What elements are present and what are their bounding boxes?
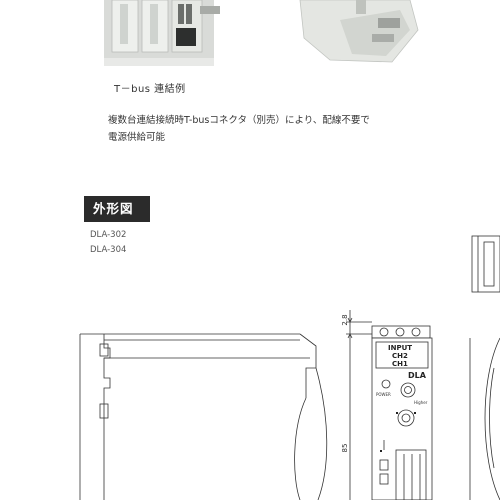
section-title-badge: 外形図	[84, 196, 150, 222]
ch1-label: CH1	[392, 360, 408, 368]
connector-side-view	[471, 235, 500, 293]
front-view	[346, 310, 433, 500]
ch2-label: CH2	[392, 352, 408, 360]
power-label: POWER	[376, 392, 391, 397]
outline-drawing: 2.8 85 INPUT CH2 CH1 DLA POWER Higher	[79, 235, 500, 500]
input-label: INPUT	[388, 344, 412, 352]
higher-label: Higher	[414, 400, 428, 405]
description-line-1: 複数台連結接続時T-busコネクタ（別売）により、配線不要で	[108, 115, 370, 126]
photo-caption: T－bus 連結例	[114, 84, 186, 95]
model-label-1: DLA-302	[90, 230, 127, 240]
description-line-2: 電源供給可能	[108, 132, 166, 143]
dim-top-label: 2.8	[341, 314, 349, 325]
rear-view-partial	[469, 337, 500, 500]
side-view	[79, 333, 328, 500]
description-text: 複数台連結接続時T-busコネクタ（別売）により、配線不要で 電源供給可能	[108, 112, 438, 146]
model-label-2: DLA-304	[90, 245, 127, 255]
t-bus-connector-photo	[299, 0, 419, 63]
dim-height-label: 85	[341, 444, 349, 453]
product-photos	[104, 0, 419, 66]
t-bus-connection-photo	[104, 0, 220, 66]
brand-label: DLA	[408, 371, 427, 380]
